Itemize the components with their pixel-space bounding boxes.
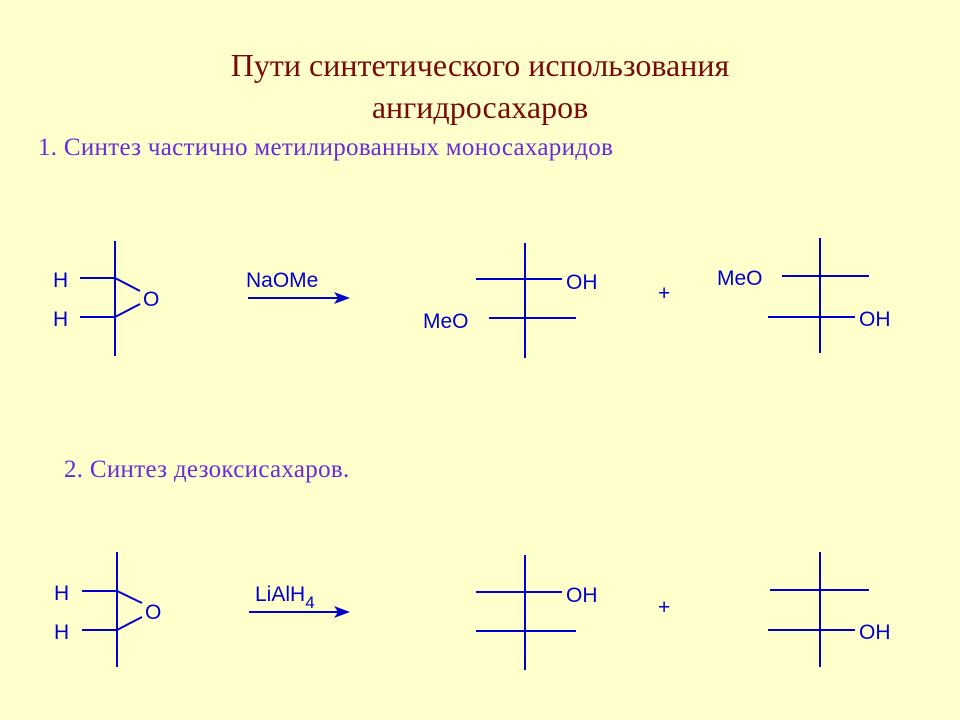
title-line-2: ангидросахаров xyxy=(371,89,589,125)
h-label: H xyxy=(53,308,68,331)
epoxide-bond xyxy=(114,277,141,292)
epoxide-structure-1: H H O xyxy=(53,241,159,356)
reagent-label: LiAlH4 xyxy=(255,583,315,612)
meo-label: MeO xyxy=(717,267,763,290)
product-1-structure: OH MeO xyxy=(423,243,598,358)
product-2-structure: OH xyxy=(768,552,891,667)
section-1-scheme: H H O NaOMe OH MeO + MeO OH xyxy=(53,238,891,358)
o-label: O xyxy=(145,601,161,624)
reaction-arrow-1: NaOMe xyxy=(246,269,350,304)
page-title: Пути синтетического использования ангидр… xyxy=(0,44,960,128)
section-2-scheme: H H O LiAlH4 OH + OH xyxy=(54,552,891,670)
section-1-heading: 1. Синтез частично метилированных моноса… xyxy=(38,134,614,161)
section-2-heading: 2. Синтез дезоксисахаров. xyxy=(64,456,350,483)
epoxide-structure-2: H H O xyxy=(54,552,161,667)
reagent-subscript: 4 xyxy=(305,593,314,612)
epoxide-bond xyxy=(114,303,141,318)
epoxide-bond xyxy=(116,590,143,604)
h-label: H xyxy=(54,621,69,644)
meo-label: MeO xyxy=(423,310,469,333)
product-1-structure: OH xyxy=(476,555,598,670)
o-label: O xyxy=(143,288,159,311)
h-label: H xyxy=(53,269,68,292)
title-line-1: Пути синтетического использования xyxy=(230,47,730,83)
plus-sign: + xyxy=(658,282,670,305)
arrow-head xyxy=(334,606,350,618)
epoxide-bond xyxy=(116,616,143,631)
reagent-label: NaOMe xyxy=(246,269,318,292)
product-2-structure: MeO OH xyxy=(717,238,891,353)
oh-label: OH xyxy=(566,271,598,294)
reaction-arrow-2: LiAlH4 xyxy=(249,583,350,618)
plus-sign: + xyxy=(658,596,670,619)
h-label: H xyxy=(54,582,69,605)
arrow-head xyxy=(334,292,350,304)
oh-label: OH xyxy=(859,621,891,644)
reagent-main: LiAlH xyxy=(255,583,305,606)
oh-label: OH xyxy=(859,308,891,331)
oh-label: OH xyxy=(566,584,598,607)
